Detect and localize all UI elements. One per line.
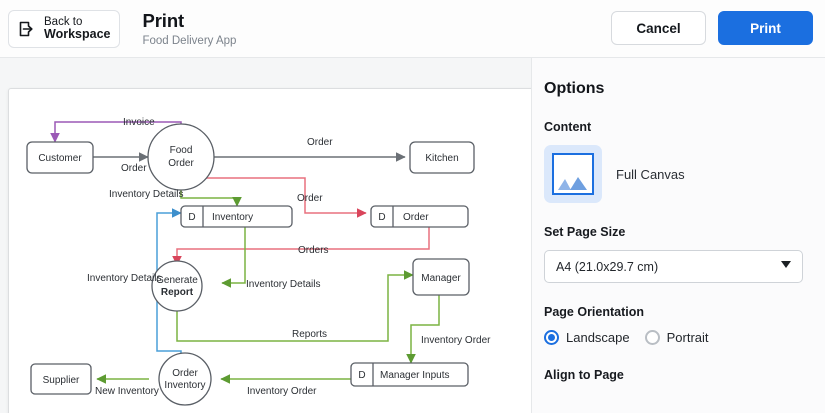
canvas-preview-area[interactable]: Customer Food Order Kitchen bbox=[0, 58, 531, 413]
svg-text:Order: Order bbox=[172, 368, 198, 379]
node-kitchen: Kitchen bbox=[409, 141, 475, 174]
radio-portrait-label: Portrait bbox=[666, 330, 709, 345]
page-size-label: Set Page Size bbox=[544, 225, 626, 239]
flow-label-inventory-order-2: Inventory Order bbox=[247, 386, 317, 397]
svg-text:Order: Order bbox=[403, 212, 429, 223]
content-value-label: Full Canvas bbox=[616, 166, 685, 182]
node-order-inventory: Order Inventory bbox=[158, 352, 212, 406]
data-flow-diagram: Customer Food Order Kitchen bbox=[26, 117, 491, 406]
print-button[interactable]: Print bbox=[718, 11, 813, 45]
align-to-page-label: Align to Page bbox=[544, 368, 624, 382]
svg-text:Kitchen: Kitchen bbox=[425, 153, 458, 164]
back-label-line2: Workspace bbox=[44, 26, 111, 41]
enter-arrow-icon bbox=[17, 19, 37, 39]
flow-orders-red bbox=[172, 227, 430, 266]
svg-text:Order: Order bbox=[168, 158, 194, 169]
svg-text:Inventory: Inventory bbox=[212, 212, 253, 223]
flow-label-reports: Reports bbox=[292, 329, 327, 340]
node-manager-inputs-store: D Manager Inputs bbox=[350, 362, 469, 387]
node-supplier: Supplier bbox=[30, 363, 92, 395]
page-orientation-label: Page Orientation bbox=[544, 305, 645, 319]
node-manager: Manager bbox=[412, 258, 470, 296]
page-title-block: Print Food Delivery App bbox=[142, 10, 236, 47]
node-inventory-store: D Inventory bbox=[180, 205, 293, 228]
flow-label-orders: Orders bbox=[298, 245, 329, 256]
svg-text:Inventory: Inventory bbox=[164, 380, 205, 391]
svg-text:Report: Report bbox=[161, 287, 194, 298]
options-panel: Options Content Full Canvas Set Page Siz… bbox=[531, 58, 825, 413]
page-subtitle: Food Delivery App bbox=[142, 34, 237, 47]
svg-text:D: D bbox=[358, 370, 365, 381]
flow-inventory-order-1 bbox=[406, 295, 440, 364]
flow-label-inventory-details-3: Inventory Details bbox=[87, 273, 161, 284]
node-order-store: D Order bbox=[370, 205, 469, 228]
flow-label-order-3: Order bbox=[297, 193, 323, 204]
node-generate-report: Generate Report bbox=[151, 260, 203, 312]
content-section: Full Canvas bbox=[544, 145, 803, 203]
full-canvas-thumbnail-button[interactable] bbox=[544, 145, 602, 203]
svg-text:Customer: Customer bbox=[38, 153, 82, 164]
radio-landscape[interactable]: Landscape bbox=[544, 330, 630, 345]
svg-text:D: D bbox=[378, 212, 385, 223]
svg-text:D: D bbox=[188, 212, 195, 223]
node-food-order: Food Order bbox=[147, 123, 215, 191]
svg-text:Food: Food bbox=[170, 145, 193, 156]
flow-label-inventory-details-1: Inventory Details bbox=[109, 189, 183, 200]
app-header: Back to Workspace Print Food Delivery Ap… bbox=[0, 0, 825, 58]
svg-text:Manager: Manager bbox=[421, 273, 461, 284]
options-panel-title: Options bbox=[544, 80, 605, 97]
flow-label-new-inventory: New Inventory bbox=[95, 386, 159, 397]
content-section-label: Content bbox=[544, 120, 592, 134]
back-to-workspace-label: Back to Workspace bbox=[44, 16, 110, 42]
radio-landscape-label: Landscape bbox=[566, 330, 630, 345]
svg-text:Supplier: Supplier bbox=[43, 375, 80, 386]
mountain-image-icon bbox=[552, 153, 594, 195]
page-title: Print bbox=[142, 10, 185, 32]
radio-landscape-indicator[interactable] bbox=[544, 330, 559, 345]
flow-label-invoice: Invoice bbox=[123, 117, 155, 128]
print-paper-preview: Customer Food Order Kitchen bbox=[8, 88, 531, 413]
node-customer: Customer bbox=[26, 141, 94, 174]
svg-text:Manager Inputs: Manager Inputs bbox=[380, 370, 450, 381]
back-label-line1: Back to bbox=[44, 15, 83, 28]
flow-label-inventory-details-2: Inventory Details bbox=[246, 279, 320, 290]
header-actions: Cancel Print bbox=[611, 11, 813, 45]
svg-text:Generate: Generate bbox=[156, 275, 198, 286]
flow-label-order-2: Order bbox=[307, 137, 333, 148]
radio-portrait-indicator[interactable] bbox=[644, 330, 660, 345]
flow-inventory-details-1 bbox=[180, 190, 242, 207]
page-orientation-group: Landscape Portrait bbox=[544, 330, 803, 345]
flow-label-order-1: Order bbox=[121, 163, 147, 174]
back-to-workspace-button[interactable]: Back to Workspace bbox=[8, 9, 121, 48]
page-size-select-wrap: A4 (21.0x29.7 cm) bbox=[544, 250, 803, 283]
radio-portrait[interactable]: Portrait bbox=[644, 330, 709, 345]
flow-label-inventory-order-1: Inventory Order bbox=[421, 335, 491, 346]
cancel-button[interactable]: Cancel bbox=[611, 11, 706, 45]
page-size-select[interactable]: A4 (21.0x29.7 cm) bbox=[544, 250, 803, 283]
flow-inventory-details-2 bbox=[221, 227, 246, 288]
flow-reports bbox=[176, 270, 414, 342]
flow-order-red bbox=[205, 177, 367, 218]
